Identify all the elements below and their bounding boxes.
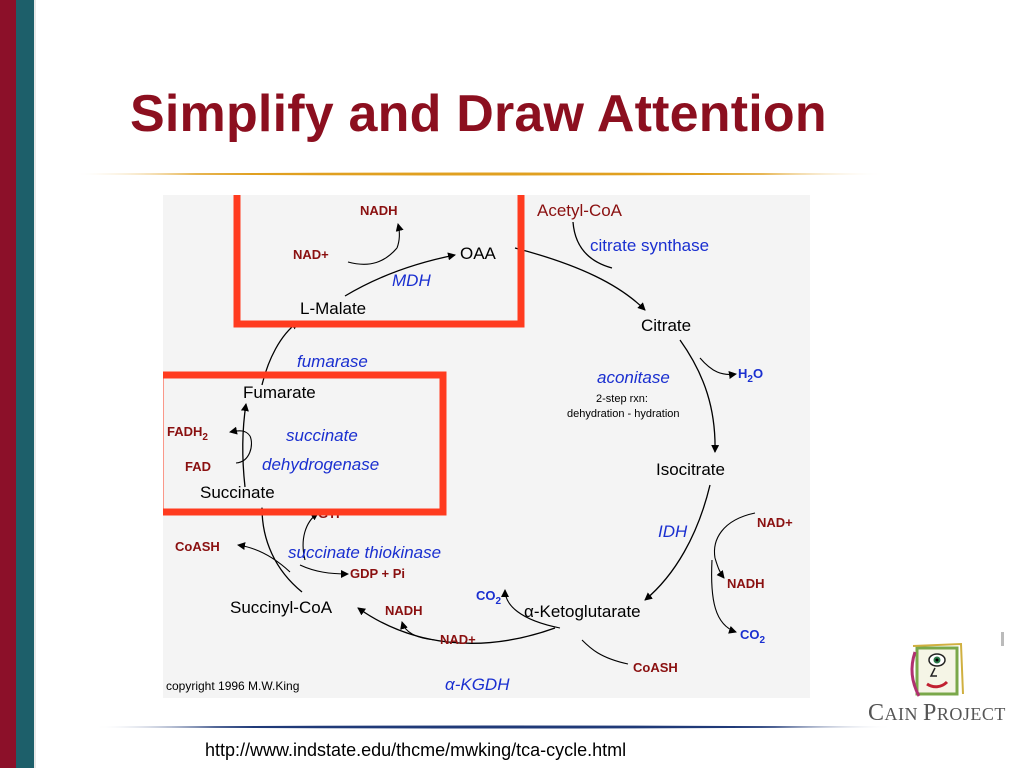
metabolite-succinyl-coa: Succinyl-CoA — [230, 598, 333, 617]
enzyme-mdh: MDH — [392, 271, 431, 290]
cain-project-wordmark: CAIN PROJECT — [868, 700, 1006, 726]
cofactor-mdh-nadh: NADH — [360, 203, 398, 218]
cofactor-sdh-fadh: FADH2 — [167, 424, 208, 443]
metabolite-ketoglutarate: α-Ketoglutarate — [524, 602, 641, 621]
enzymes: citrate synthase aconitase IDH α-KGDH su… — [262, 236, 709, 694]
arrow-stk-gtp — [302, 512, 319, 561]
tca-cycle-diagram: Acetyl-CoA Citrate Isocitrate α-Ketoglut… — [163, 195, 810, 698]
cofactor-kg-co2: CO2 — [476, 588, 502, 607]
cofactor-kgdh-nad: NAD+ — [440, 632, 476, 647]
cofactor-h2o: H2O — [738, 366, 763, 385]
diagram-background — [163, 195, 810, 698]
arrow-ketoglutarate-succinylcoa — [357, 607, 556, 644]
title-divider — [75, 172, 885, 176]
enzyme-succinate-thiokinase: succinate thiokinase — [288, 543, 441, 562]
arrow-kgdh-nad — [400, 621, 436, 641]
arrow-malate-oaa — [344, 252, 456, 297]
accent-bar-teal — [16, 0, 34, 768]
notes: 2-step rxn: dehydration - hydration — [567, 393, 680, 420]
arrow-citrate-isocitrate — [679, 339, 720, 453]
cofactor-kgdh-coash: CoASH — [633, 660, 678, 675]
arrow-idh-nad — [713, 512, 756, 559]
metabolite-malate: L-Malate — [300, 299, 366, 318]
cofactor-idh-nad: NAD+ — [757, 515, 793, 530]
cofactor-mdh-nad: NAD+ — [293, 247, 329, 262]
arrow-idh-nadh — [714, 557, 725, 579]
footer-divider — [95, 725, 895, 729]
cain-project-logo-icon — [910, 642, 964, 697]
metabolite-isocitrate: Isocitrate — [656, 460, 725, 479]
arrow-sdh-fadh — [229, 426, 251, 437]
cofactor-stk-gdp: GDP + Pi — [350, 566, 405, 581]
metabolite-acetyl-coa: Acetyl-CoA — [537, 201, 623, 220]
slide-title: Simplify and Draw Attention — [130, 85, 827, 143]
source-url[interactable]: http://www.indstate.edu/thcme/mwking/tca… — [205, 740, 627, 760]
enzyme-citrate-synthase: citrate synthase — [590, 236, 709, 255]
enzyme-aconitase: aconitase — [597, 368, 670, 387]
aconitase-note-line2: dehydration - hydration — [567, 408, 680, 420]
highlight-box-sdh — [163, 371, 447, 516]
cofactor-idh-nadh: NADH — [727, 576, 765, 591]
cycle-arrows — [240, 221, 720, 644]
highlight-box-mdh — [233, 195, 525, 328]
accent-bar-gap — [34, 0, 36, 768]
metabolite-succinate: Succinate — [200, 483, 275, 502]
metabolite-citrate: Citrate — [641, 316, 691, 335]
metabolites: Acetyl-CoA Citrate Isocitrate α-Ketoglut… — [200, 201, 725, 621]
arrow-idh-co2 — [711, 559, 737, 634]
arrow-stk-gdp — [299, 564, 349, 578]
arrow-acetylcoa-in — [572, 221, 613, 269]
cofactor-idh-co2: CO2 — [740, 627, 766, 646]
enzyme-kgdh: α-KGDH — [445, 675, 510, 694]
arrow-mdh-nadh — [395, 223, 404, 249]
arrow-succinylcoa-succinate — [258, 507, 303, 593]
arrow-h2o — [699, 357, 737, 379]
enzyme-idh: IDH — [658, 522, 688, 541]
enzyme-sdh-line1: succinate — [286, 426, 358, 445]
arrow-kgdh-coash — [581, 639, 629, 665]
cofactor-arrows — [229, 223, 756, 665]
cofactor-kgdh-nadh: NADH — [385, 603, 423, 618]
copyright-text: copyright 1996 M.W.King — [166, 679, 299, 693]
metabolite-oaa: OAA — [460, 244, 497, 263]
arrow-isocitrate-ketoglutarate — [644, 484, 711, 601]
enzyme-sdh-line2: dehydrogenase — [262, 455, 379, 474]
cofactor-stk-coash: CoASH — [175, 539, 220, 554]
arrow-kg-co2 — [501, 589, 561, 629]
cofactor-sdh-fad: FAD — [185, 459, 211, 474]
enzyme-fumarase: fumarase — [297, 352, 368, 371]
arrow-oaa-citrate — [514, 247, 646, 311]
edge-marker — [1001, 632, 1004, 646]
accent-bar-red — [0, 0, 16, 768]
aconitase-note-line1: 2-step rxn: — [596, 393, 648, 405]
arrow-mdh-nad — [347, 247, 398, 265]
arrow-succinate-fumarate — [240, 403, 249, 488]
arrow-sdh-fad — [235, 435, 253, 464]
arrow-stk-coash — [237, 542, 291, 573]
metabolite-fumarate: Fumarate — [243, 383, 316, 402]
